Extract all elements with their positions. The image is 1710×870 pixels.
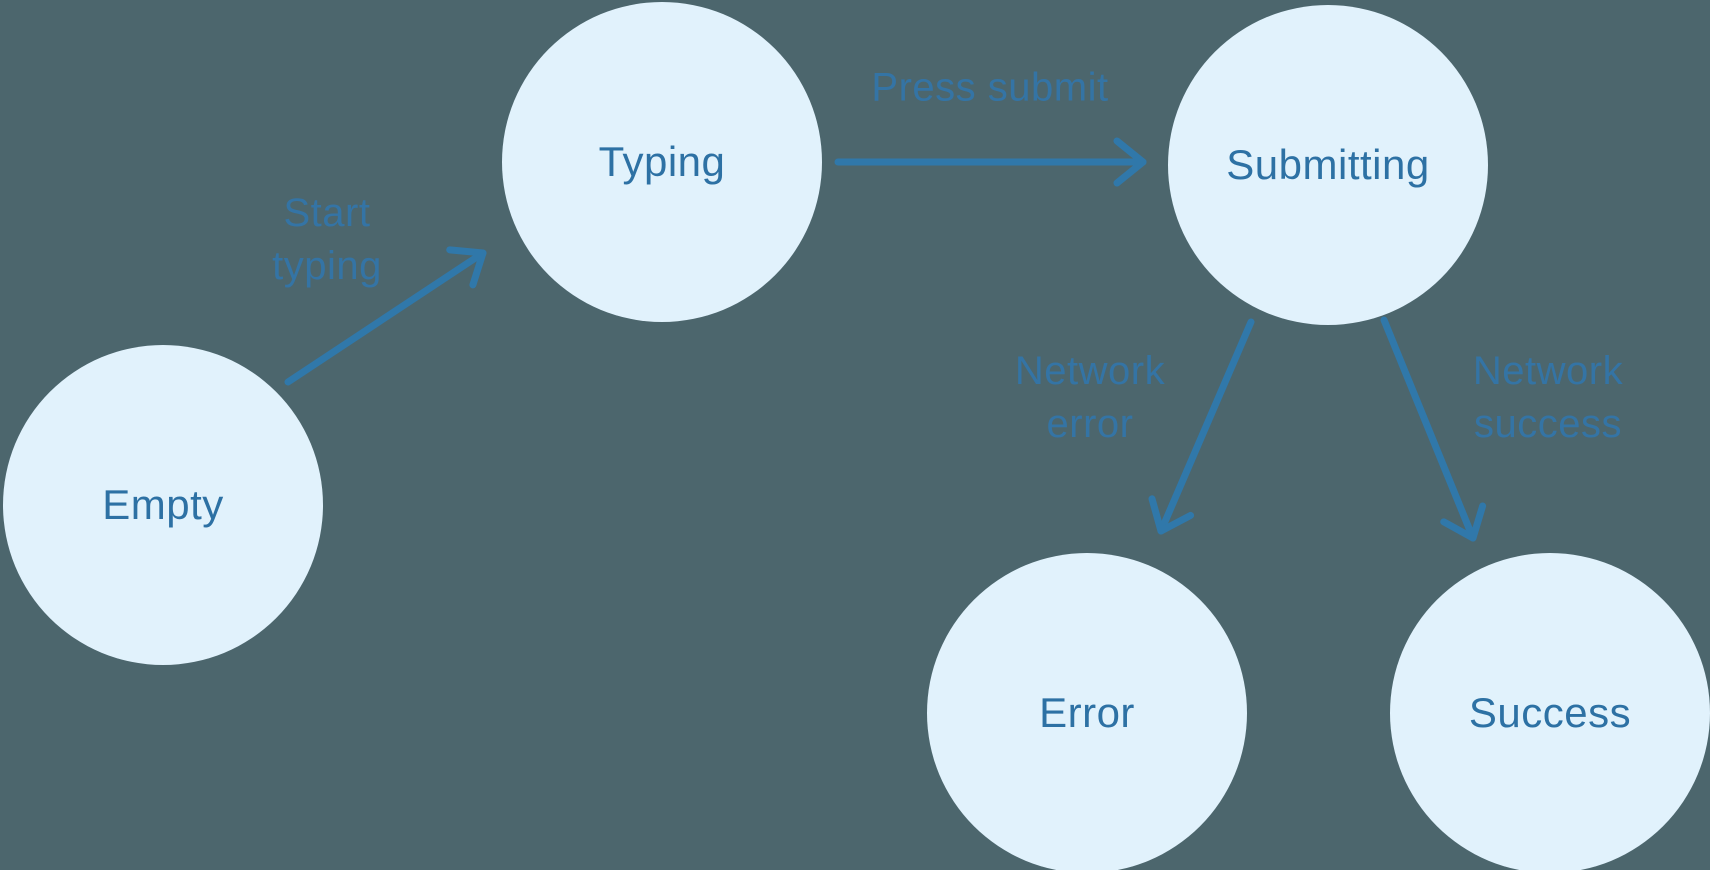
edge-label-start-typing: Start typing	[272, 191, 382, 288]
state-label-success: Success	[1468, 689, 1632, 736]
state-node-submitting: Submitting	[1168, 5, 1488, 325]
edge-label-press-submit: Press submit	[871, 65, 1109, 110]
state-node-success: Success	[1390, 553, 1710, 870]
edge-label-network-success: Network success	[1472, 349, 1624, 446]
state-label-typing: Typing	[598, 138, 726, 185]
state-node-empty: Empty	[3, 345, 323, 665]
state-node-typing: Typing	[502, 2, 822, 322]
edge-label-network-error: Network error	[1014, 349, 1166, 446]
state-label-error: Error	[1039, 689, 1135, 736]
edge-submitting-to-success	[1380, 316, 1487, 542]
state-node-error: Error	[927, 553, 1247, 870]
state-label-submitting: Submitting	[1226, 141, 1430, 188]
edge-submitting-to-error	[1148, 318, 1255, 535]
edge-empty-to-typing	[284, 246, 487, 386]
state-label-empty: Empty	[102, 481, 224, 528]
